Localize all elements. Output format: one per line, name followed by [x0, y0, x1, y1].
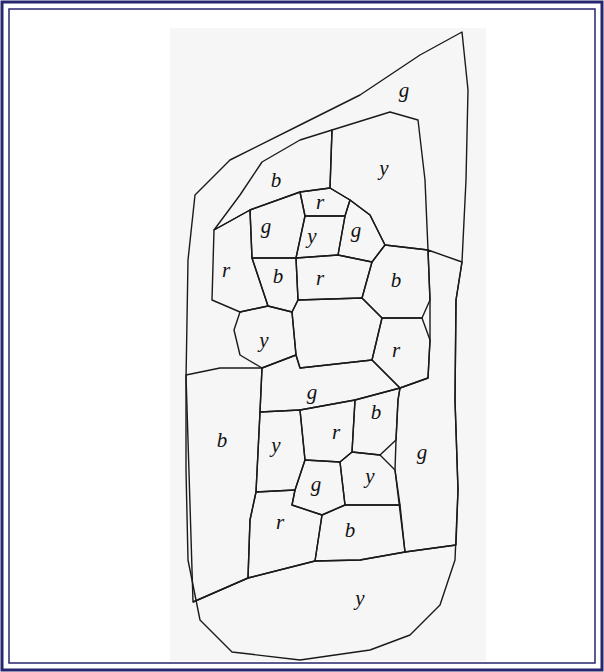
- color-letter: g: [311, 474, 322, 495]
- region-label: y: [362, 464, 378, 489]
- map-outline: [186, 32, 468, 660]
- region-label: b: [214, 428, 231, 453]
- region-label: b: [368, 400, 385, 425]
- region-label: y: [376, 156, 392, 181]
- region-boundary: [372, 318, 430, 388]
- region-label: g: [304, 380, 321, 405]
- color-letter: r: [332, 422, 340, 443]
- region-boundary: [395, 250, 462, 552]
- region-label: g: [348, 218, 365, 243]
- color-letter: y: [307, 226, 316, 247]
- color-letter: b: [371, 402, 382, 423]
- region-label: b: [270, 264, 287, 289]
- region-label: r: [329, 420, 344, 445]
- region-boundary: [250, 192, 305, 258]
- region-label: r: [273, 510, 288, 535]
- color-letter: r: [276, 512, 284, 533]
- region-boundary: [330, 112, 428, 250]
- color-letter: g: [261, 216, 272, 237]
- region-boundary: [300, 400, 355, 462]
- color-letter: g: [417, 442, 428, 463]
- color-letter: y: [365, 466, 374, 487]
- region-label: y: [268, 433, 284, 458]
- region-label: b: [342, 518, 359, 543]
- region-boundary: [315, 505, 405, 561]
- inner-frame: [9, 9, 595, 663]
- region-boundary: [296, 216, 345, 258]
- color-letter: y: [355, 588, 364, 609]
- region-boundary: [212, 210, 268, 312]
- color-letter: y: [379, 158, 388, 179]
- color-letter: b: [217, 430, 228, 451]
- paper-ground: [170, 28, 486, 661]
- region-boundary: [362, 245, 430, 318]
- color-letter: r: [222, 260, 230, 281]
- region-boundary: [252, 258, 298, 312]
- region-boundary: [292, 460, 345, 515]
- region-label: r: [313, 266, 328, 291]
- region-label: r: [389, 338, 404, 363]
- color-letter: r: [316, 268, 324, 289]
- region-boundary: [256, 410, 305, 492]
- region-label: r: [313, 190, 328, 215]
- region-label: b: [388, 268, 405, 293]
- region-label: g: [414, 440, 431, 465]
- color-letter: b: [391, 270, 402, 291]
- region-label: y: [304, 224, 320, 249]
- region-boundaries: [186, 32, 468, 660]
- color-letter: b: [271, 170, 282, 191]
- region-boundary: [292, 298, 382, 368]
- color-letter: y: [271, 435, 280, 456]
- color-letter: b: [273, 266, 284, 287]
- color-letter: g: [399, 80, 410, 101]
- region-boundary: [214, 130, 332, 230]
- color-letter: r: [316, 192, 324, 213]
- region-label: r: [219, 258, 234, 283]
- region-label: b: [268, 168, 285, 193]
- region-label: g: [308, 472, 325, 497]
- color-letter: r: [392, 340, 400, 361]
- region-boundary: [248, 490, 322, 578]
- color-letter: b: [345, 520, 356, 541]
- color-letter: g: [307, 382, 318, 403]
- region-label: y: [256, 328, 272, 353]
- region-boundary: [352, 388, 400, 455]
- region-boundary: [340, 452, 400, 505]
- region-boundary: [186, 368, 262, 602]
- region-label: g: [396, 78, 413, 103]
- region-boundary: [300, 188, 350, 216]
- color-letter: y: [259, 330, 268, 351]
- region-boundary: [296, 255, 372, 300]
- region-boundary: [338, 200, 385, 262]
- region-boundary: [193, 545, 456, 602]
- region-label: g: [258, 214, 275, 239]
- color-letter: g: [351, 220, 362, 241]
- region-label: y: [352, 586, 368, 611]
